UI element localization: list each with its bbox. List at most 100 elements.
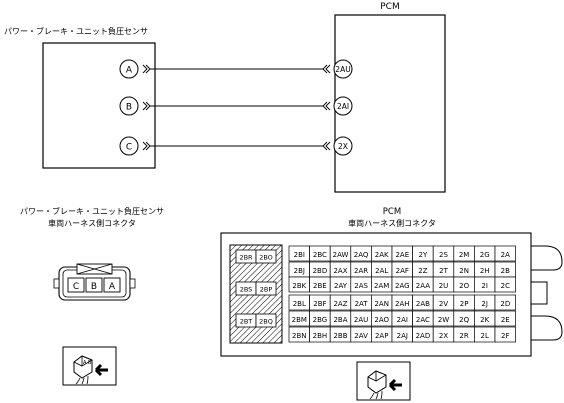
pcm-pin-label: 2E [501,316,510,324]
pcm-pin-label: 2D [500,300,510,308]
pcm-pin-label: 2J [481,300,488,308]
pcm-pin-label: 2S [439,251,448,259]
pcm-pin-label: 2K [480,316,489,324]
sensor-connector-title: パワー・ブレーキ・ユニット負圧センサ 車両ハーネス側コネクタ [20,206,164,228]
pcm-pin-2f [494,326,516,343]
pcm-pin-label: 2AY [334,282,348,290]
pcm-terminal-2ai [333,96,353,116]
pcm-pin-label: 2AN [374,300,388,308]
sensor-terminal-a [119,59,139,79]
pcm-connector-title: PCM 車両ハーネス側コネクタ [348,207,436,228]
sensor-connector-title-line1: パワー・ブレーキ・ユニット負圧センサ [20,206,164,216]
pcm-pin-label: 2V [439,300,448,308]
pcm-pin-label: 2AK [375,251,389,259]
pcm-pin-label: 2BE [313,282,327,290]
pcm-pin-label: 2BD [313,267,328,275]
pcm-pin-label: 2BK [292,282,306,290]
pcm-pin-label: 2L [481,332,489,340]
pcm-pin-label: 2AJ [397,332,408,340]
pcm-pin-label: 2AO [374,316,389,324]
pcm-pin-2a [494,245,516,262]
pcm-pin-label: 2BG [313,316,328,324]
pcm-pin-label: 2A [501,251,510,259]
pcm-pin-label: 2P [460,300,469,308]
pcm-pin-2bo [255,249,277,264]
pcm-connector-title-line1: PCM [383,207,401,217]
pcm-pin-label: 2U [439,282,449,290]
pcm-pin-label: 2AD [416,332,431,340]
pcm-pin-2bp [255,281,277,296]
pcm-pin-label: 2M [459,251,470,259]
pcm-pin-label: 2AR [354,267,368,275]
pcm-pin-label: 2BP [260,286,273,294]
sensor-connector-pin-b [85,277,103,293]
pcm-pin-label: 2G [480,251,490,259]
pcm-pin-2c [494,276,516,293]
harness-side-view-icon: A B [62,346,117,386]
pcm-pin-label: 2F [501,332,509,340]
sensor-terminal-label: C [126,143,132,153]
pcm-pin-label: 2BQ [259,318,273,326]
sensor-label: パワー・ブレーキ・ユニット負圧センサ [4,26,148,36]
sensor-connector-pin-c [67,277,85,293]
sensor-connector-pin-label: B [91,282,97,292]
pcm-pin-label: 2BJ [294,267,305,275]
pcm-pin-label: 2AF [396,267,409,275]
pcm-pin-label: 2N [459,267,469,275]
pcm-pin-label: 2BT [240,318,253,326]
pcm-pin-label: 2B [501,267,510,275]
wire-a: A 2AU [119,59,353,79]
pcm-pin-label: 2AQ [354,251,369,259]
pcm-pin-label: 2BB [333,332,347,340]
sensor-connector-pin-label: C [73,282,79,292]
wire-b: B 2AI [119,96,353,116]
pcm-pin-label: 2AG [395,282,410,290]
pcm-pin-label: 2W [438,316,449,324]
pcm-pin-label: 2R [459,332,468,340]
pcm-terminal-label: 2AU [335,65,350,74]
pcm-pin-label: 2BR [239,254,253,262]
sensor-connector-pin-label: A [109,282,116,292]
pcm-pin-label: 2Y [419,251,428,259]
pcm-terminal-label: 2X [338,142,348,151]
pcm-pin-label: 2BA [333,316,347,324]
pcm-pin-label: 2O [459,282,469,290]
pcm-pin-label: 2C [501,282,510,290]
pcm-pin-label: 2AT [355,300,369,308]
pcm-pin-label: 2AH [395,300,410,308]
pcm-pin-2e [494,310,516,327]
pcm-pin-label: 2AP [375,332,388,340]
pcm-pin-label: 2BN [292,332,307,340]
pcm-pin-label: 2AA [416,282,430,290]
pcm-pin-label: 2BL [293,300,306,308]
pcm-pin-label: 2AZ [333,300,347,308]
pcm-pin-label: 2AU [354,316,368,324]
pcm-label: PCM [380,2,399,12]
sensor-terminal-b [119,96,139,116]
pcm-terminal-2x [333,136,353,156]
pcm-pin-label: 2AS [354,282,368,290]
pcm-pin-label: 2T [439,267,448,275]
pcm-pin-label: 2BM [292,316,307,324]
pcm-pin-label: 2AL [375,267,388,275]
sensor-terminal-c [119,136,139,156]
pcm-pin-label: 2BS [240,286,253,294]
pcm-terminal-label: 2AI [337,102,349,111]
pcm-pin-label: 2Z [418,267,427,275]
pcm-pin-label: 2AI [397,316,408,324]
pcm-pin-label: 2AM [374,282,389,290]
pcm-pin-label: 2BC [313,251,327,259]
wire-group: A 2AU B 2AI C 2X [119,59,353,156]
pcm-pin-label: 2AB [416,300,430,308]
wire-c: C 2X [119,136,353,156]
sensor-terminal-label: B [126,103,132,113]
pcm-pin-label: 2Q [459,316,469,324]
pcm-pin-label: 2X [439,332,448,340]
pcm-harness-side-view-icon [356,361,411,401]
pcm-pin-label: 2AW [333,251,349,259]
sensor-connector-title-line2: 車両ハーネス側コネクタ [48,218,136,228]
sensor-terminal-label: A [126,66,133,76]
